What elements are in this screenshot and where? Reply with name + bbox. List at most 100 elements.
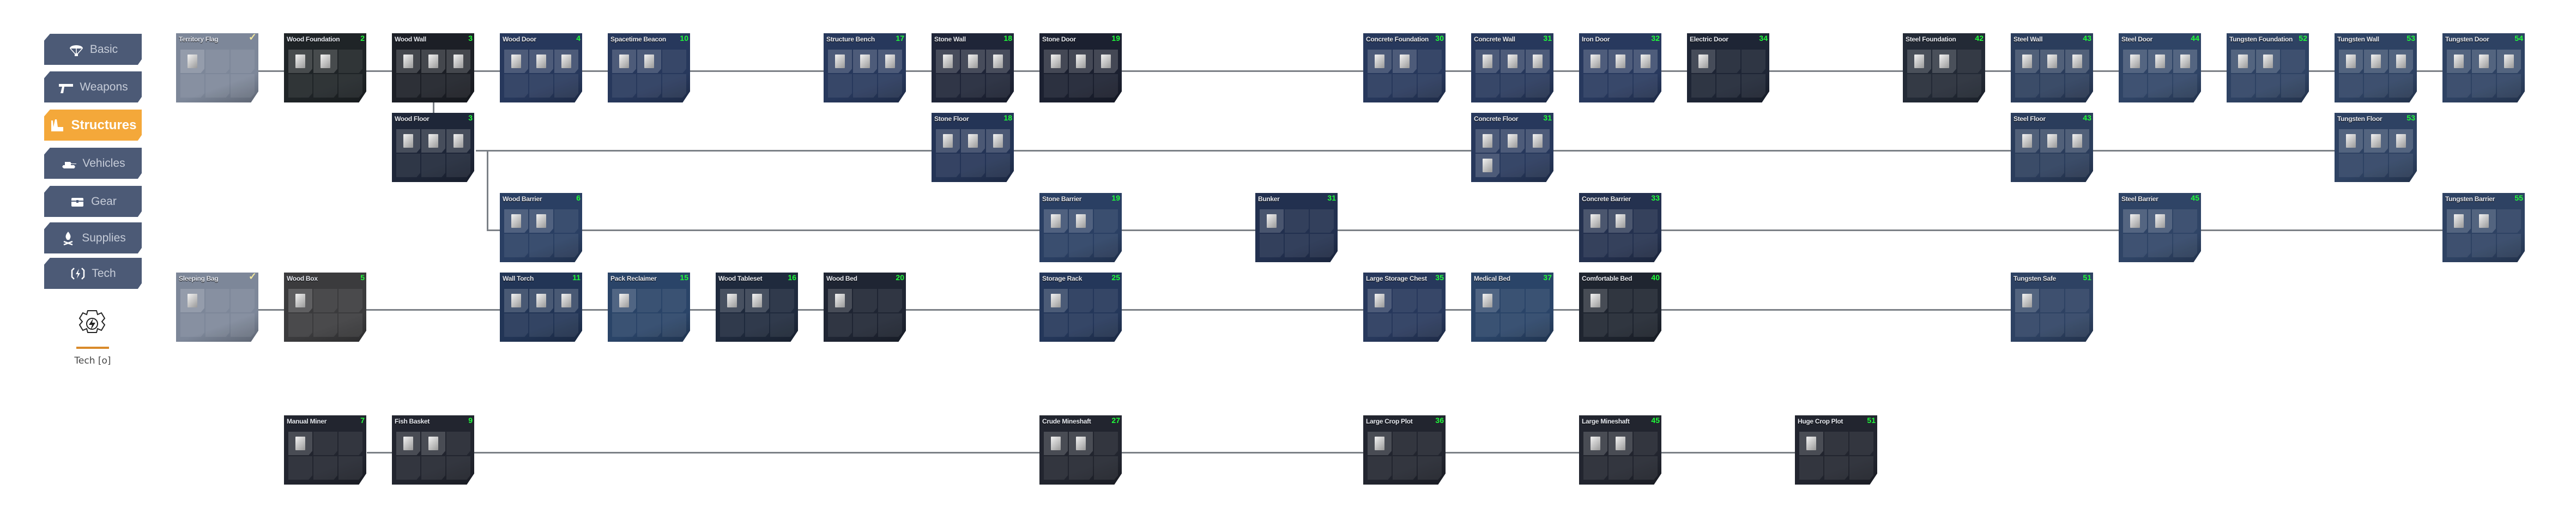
item-slot[interactable]	[2472, 50, 2496, 73]
item-slot[interactable]	[288, 289, 312, 312]
item-slot[interactable]	[1907, 50, 1931, 73]
item-slot[interactable]	[1044, 209, 1068, 233]
item-slot[interactable]	[180, 289, 204, 312]
item-slot[interactable]	[2065, 50, 2089, 73]
item-slot[interactable]	[1044, 289, 1068, 312]
item-slot[interactable]	[446, 50, 470, 73]
item-slot[interactable]	[1501, 129, 1525, 153]
item-slot[interactable]	[504, 289, 528, 312]
item-slot[interactable]	[1609, 432, 1632, 455]
item-slot[interactable]	[961, 50, 985, 73]
item-slot[interactable]	[2447, 50, 2471, 73]
tech-card-territory-flag[interactable]: Territory Flag✓	[176, 33, 258, 102]
item-slot[interactable]	[1368, 50, 1392, 73]
tech-card-sleeping-bag[interactable]: Sleeping Bag✓	[176, 273, 258, 342]
item-slot[interactable]	[936, 50, 960, 73]
item-slot[interactable]	[1691, 50, 1715, 73]
item-slot[interactable]	[2389, 129, 2413, 153]
item-slot[interactable]	[2148, 209, 2172, 233]
item-slot[interactable]	[288, 432, 312, 455]
item-slot[interactable]	[396, 432, 420, 455]
item-slot[interactable]	[421, 129, 445, 153]
item-slot[interactable]	[1393, 50, 1417, 73]
item-slot[interactable]	[2148, 50, 2172, 73]
item-slot[interactable]	[1368, 432, 1392, 455]
item-slot[interactable]	[1583, 289, 1607, 312]
sidebar-item-supplies[interactable]: Supplies	[44, 222, 142, 253]
item-slot[interactable]	[1634, 50, 1658, 73]
item-slot[interactable]	[2065, 129, 2089, 153]
item-slot[interactable]	[2173, 50, 2197, 73]
item-slot[interactable]	[2497, 50, 2521, 73]
item-slot[interactable]	[1476, 154, 1499, 177]
item-slot[interactable]	[1609, 209, 1632, 233]
item-slot[interactable]	[529, 289, 553, 312]
item-slot[interactable]	[396, 129, 420, 153]
item-slot[interactable]	[421, 432, 445, 455]
item-slot[interactable]	[2364, 50, 2388, 73]
item-slot[interactable]	[1069, 432, 1093, 455]
item-slot[interactable]	[2015, 50, 2039, 73]
item-slot[interactable]	[396, 50, 420, 73]
item-slot[interactable]	[720, 289, 744, 312]
item-slot[interactable]	[2339, 129, 2363, 153]
item-slot[interactable]	[1260, 209, 1284, 233]
item-slot[interactable]	[612, 50, 636, 73]
item-slot[interactable]	[529, 50, 553, 73]
sidebar-item-gear[interactable]: Gear	[44, 186, 142, 217]
item-slot[interactable]	[2040, 50, 2064, 73]
item-slot[interactable]	[2123, 50, 2147, 73]
item-slot[interactable]	[2339, 50, 2363, 73]
item-slot[interactable]	[1069, 209, 1093, 233]
tech-shortcut-label[interactable]: Tech [o]	[74, 355, 111, 366]
item-slot[interactable]	[2447, 209, 2471, 233]
sidebar-item-structures[interactable]: Structures	[44, 110, 142, 141]
item-slot[interactable]	[1476, 289, 1499, 312]
item-slot[interactable]	[612, 289, 636, 312]
item-slot[interactable]	[421, 50, 445, 73]
item-slot[interactable]	[1501, 50, 1525, 73]
item-slot[interactable]	[1526, 50, 1550, 73]
item-slot[interactable]	[986, 50, 1010, 73]
sidebar-item-weapons[interactable]: Weapons	[44, 71, 142, 102]
item-slot[interactable]	[2364, 129, 2388, 153]
item-slot[interactable]	[1583, 432, 1607, 455]
item-slot[interactable]	[1526, 129, 1550, 153]
item-slot[interactable]	[180, 50, 204, 73]
item-slot[interactable]	[446, 129, 470, 153]
item-slot[interactable]	[2231, 50, 2255, 73]
item-slot[interactable]	[2123, 209, 2147, 233]
item-slot[interactable]	[828, 289, 852, 312]
item-slot[interactable]	[745, 289, 769, 312]
item-slot[interactable]	[853, 50, 877, 73]
